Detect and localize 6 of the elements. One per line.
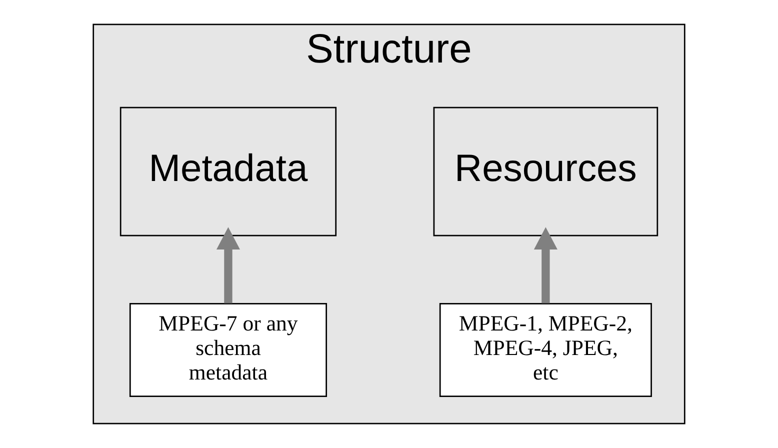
arrow [534, 227, 558, 304]
node-box: Metadata [120, 106, 337, 236]
arrow [216, 227, 240, 304]
node-box: MPEG-1, MPEG-2, MPEG-4, JPEG, etc [439, 303, 652, 398]
node-box: MPEG-7 or any schema metadata [129, 303, 327, 398]
node-box: Resources [433, 106, 658, 236]
